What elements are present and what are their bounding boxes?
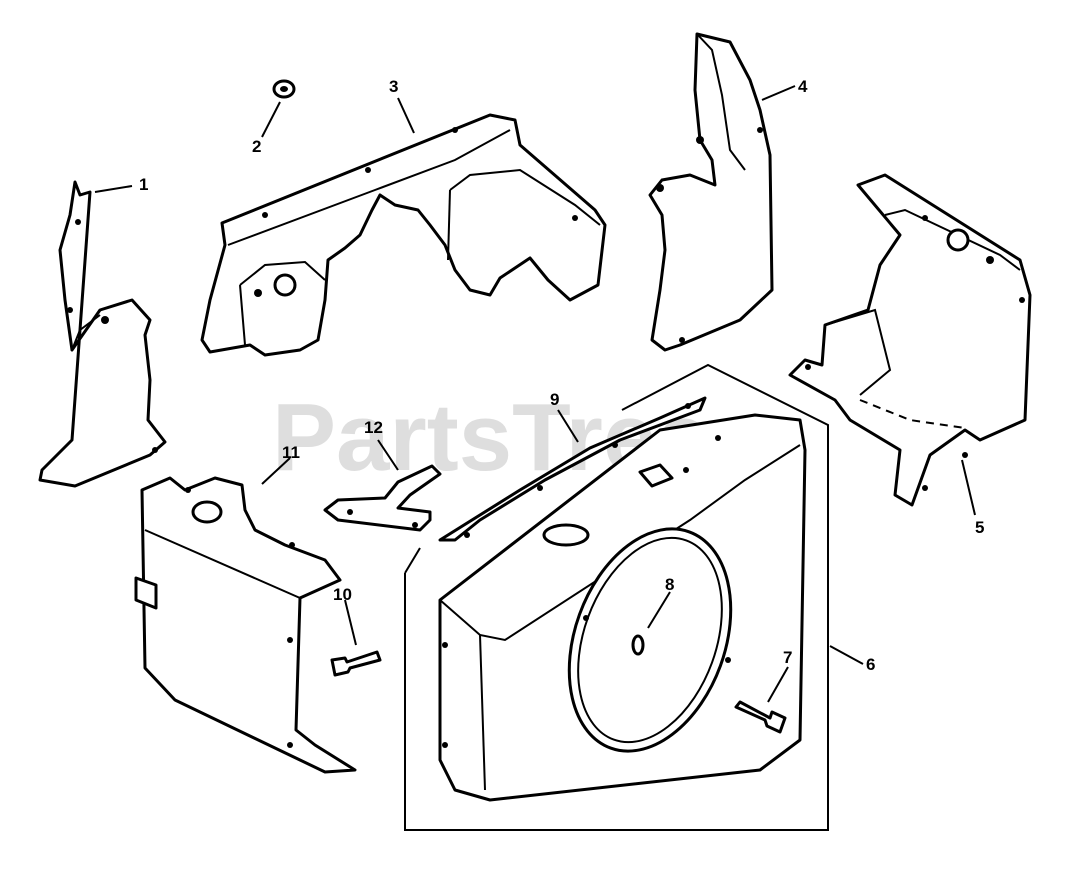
part-5-lower-right-baffle (788, 173, 1032, 507)
part-9-top-strip (438, 396, 707, 542)
callout-4: 4 (798, 77, 808, 96)
leader-lines (94, 85, 976, 703)
callout-11: 11 (282, 443, 300, 462)
callout-12: 12 (364, 418, 383, 437)
callout-2: 2 (252, 137, 261, 156)
part-12-small-plate (323, 464, 442, 532)
part-8-grommet (631, 634, 645, 656)
callout-3: 3 (389, 77, 398, 96)
part-2-nut (272, 79, 296, 99)
callout-8: 8 (665, 575, 674, 594)
blower-housing (438, 413, 807, 802)
callout-1: 1 (139, 175, 148, 194)
callout-7: 7 (783, 648, 792, 667)
part-10-bolt (330, 650, 382, 677)
callout-10: 10 (333, 585, 352, 604)
part-3-rear-shroud (200, 113, 607, 357)
callout-9: 9 (550, 390, 559, 409)
part-1-left-baffle (38, 180, 167, 488)
callout-5: 5 (975, 518, 984, 537)
callout-6: 6 (866, 655, 875, 674)
part-6-blower-housing-outline (404, 363, 829, 831)
callout-labels: 1 2 3 4 5 6 7 8 9 10 11 12 (139, 77, 984, 674)
part-4-right-baffle (648, 32, 774, 352)
part-7-bolt (734, 700, 787, 734)
part-11-front-left-panel (134, 476, 357, 774)
